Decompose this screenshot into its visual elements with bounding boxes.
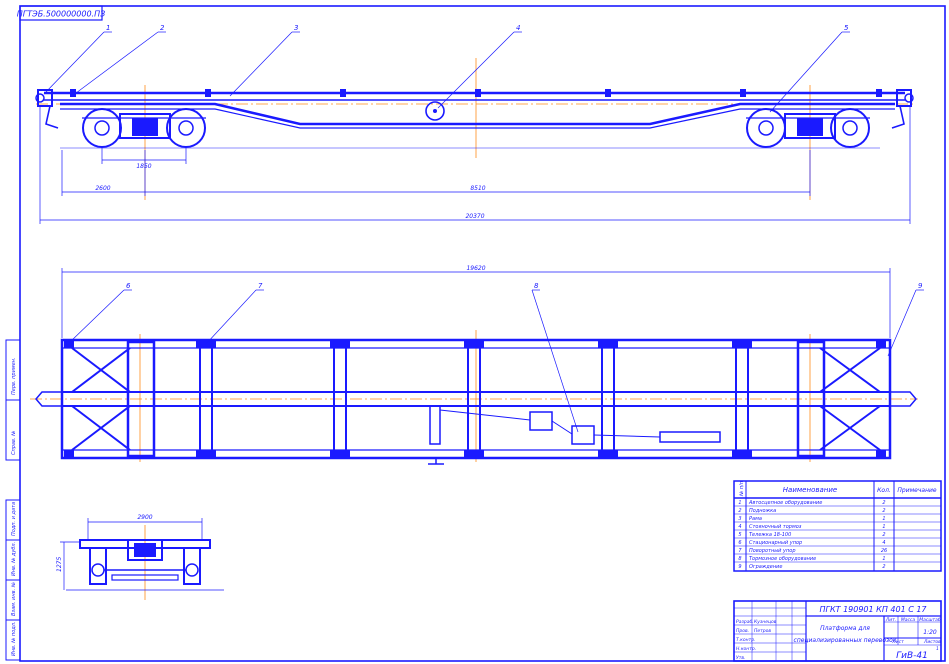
table-cell: 4 — [738, 524, 741, 530]
scale-value: 1:20 — [923, 629, 937, 636]
title-line1: Платформа для — [820, 625, 870, 632]
table-cell: 2 — [738, 508, 741, 514]
role-label: Т.контр. — [736, 637, 756, 643]
corner-stamp: ПГТЭБ.500000000.ПЗ — [17, 10, 105, 19]
table-cell: 5 — [738, 532, 741, 538]
table-cell: 1 — [882, 524, 885, 530]
mass-label: Масса — [901, 617, 916, 623]
top-view: 19620 6 7 8 9 — [30, 265, 924, 465]
table-cell: Тележка 18-100 — [749, 532, 791, 538]
strip-label: Подп. и дата — [11, 502, 17, 536]
dim-length: 19620 — [466, 265, 485, 272]
col-header-pos: № п/п — [739, 480, 745, 497]
strip-label: Справ. № — [11, 431, 17, 455]
leader-label: 2 — [160, 24, 165, 32]
left-strip: Перв. примен. Справ. № Подп. и дата Инв.… — [5, 339, 21, 661]
lit-label: Лит. — [885, 617, 896, 623]
dim-base: 8510 — [470, 185, 485, 192]
col-header-note: Примечание — [897, 487, 936, 494]
dim-width: 2900 — [137, 514, 152, 521]
sheet-frame — [19, 5, 946, 662]
table-cell: 6 — [738, 540, 741, 546]
sheets-value: 1 — [936, 646, 939, 652]
leader-label: 6 — [126, 282, 131, 290]
table-cell: Тормозное оборудование — [749, 556, 816, 562]
role-label: Утв. — [736, 655, 745, 661]
table-cell: 9 — [738, 564, 741, 570]
sheet-label: Лист — [891, 639, 904, 645]
sheets-label: Листов — [923, 639, 941, 645]
person-name: Кузнецов — [754, 619, 777, 625]
table-cell: Поворотный упор — [749, 548, 796, 554]
table-cell: 26 — [881, 548, 887, 554]
table-cell: Стояночный тормоз — [749, 524, 802, 530]
table-cell: 2 — [882, 532, 885, 538]
table-cell: 1 — [882, 516, 885, 522]
doc-number: ПГКТ 190901 КП 401 С 17 — [819, 605, 927, 614]
role-label: Пров. — [736, 628, 749, 634]
table-cell: Подножка — [749, 508, 776, 514]
table-cell: 2 — [882, 564, 885, 570]
leader-label: 1 — [106, 24, 110, 32]
scale-label: Масштаб — [919, 617, 941, 623]
table-cell: 4 — [882, 540, 885, 546]
end-view: 2900 1275 — [56, 514, 224, 600]
strip-label: Перв. примен. — [11, 357, 17, 395]
role-label: Н.контр. — [736, 646, 756, 652]
table-cell: Ограждение — [749, 564, 782, 570]
table-cell: 2 — [882, 508, 885, 514]
dim-wheelbase: 1850 — [136, 163, 151, 170]
leader-label: 5 — [844, 24, 849, 32]
corner-stamp-box — [19, 5, 103, 21]
col-header-qty: Кол. — [877, 487, 891, 494]
table-cell: 2 — [882, 500, 885, 506]
leader-label: 9 — [918, 282, 923, 290]
dim-height: 1275 — [56, 557, 63, 572]
table-cell: Автосцепное оборудование — [748, 500, 822, 506]
leader-label: 3 — [294, 24, 298, 32]
table-cell: 1 — [882, 556, 885, 562]
title-block: Разраб. Пров. Т.контр. Н.контр. Утв. Куз… — [733, 600, 942, 662]
dim-total: 20370 — [465, 213, 484, 220]
role-label: Разраб. — [736, 619, 754, 625]
strip-label: Взам. инв. № — [11, 582, 17, 616]
side-view: 1 2 3 4 5 1850 2600 8510 20370 — [35, 24, 915, 224]
col-header-name: Наименование — [783, 486, 837, 494]
leader-label: 4 — [516, 24, 520, 32]
dim-overhang: 2600 — [95, 185, 110, 192]
title-line2: специализированных перевозок — [794, 637, 897, 644]
leader-label: 8 — [534, 282, 539, 290]
parts-table: № п/п Наименование Кол. Примечание 1 Авт… — [733, 480, 942, 572]
table-cell: 3 — [738, 516, 741, 522]
leader-label: 7 — [258, 282, 263, 290]
table-cell: Рама — [749, 516, 762, 522]
person-name: Петров — [754, 628, 771, 634]
table-cell: 1 — [738, 500, 741, 506]
strip-label: Инв. № подл. — [11, 622, 17, 657]
table-cell: 8 — [738, 556, 741, 562]
table-cell: 7 — [738, 548, 742, 554]
strip-label: Инв. № дубл. — [11, 542, 17, 576]
group-label: ГиВ-41 — [896, 651, 928, 661]
table-cell: Стационарный упор — [749, 540, 802, 546]
